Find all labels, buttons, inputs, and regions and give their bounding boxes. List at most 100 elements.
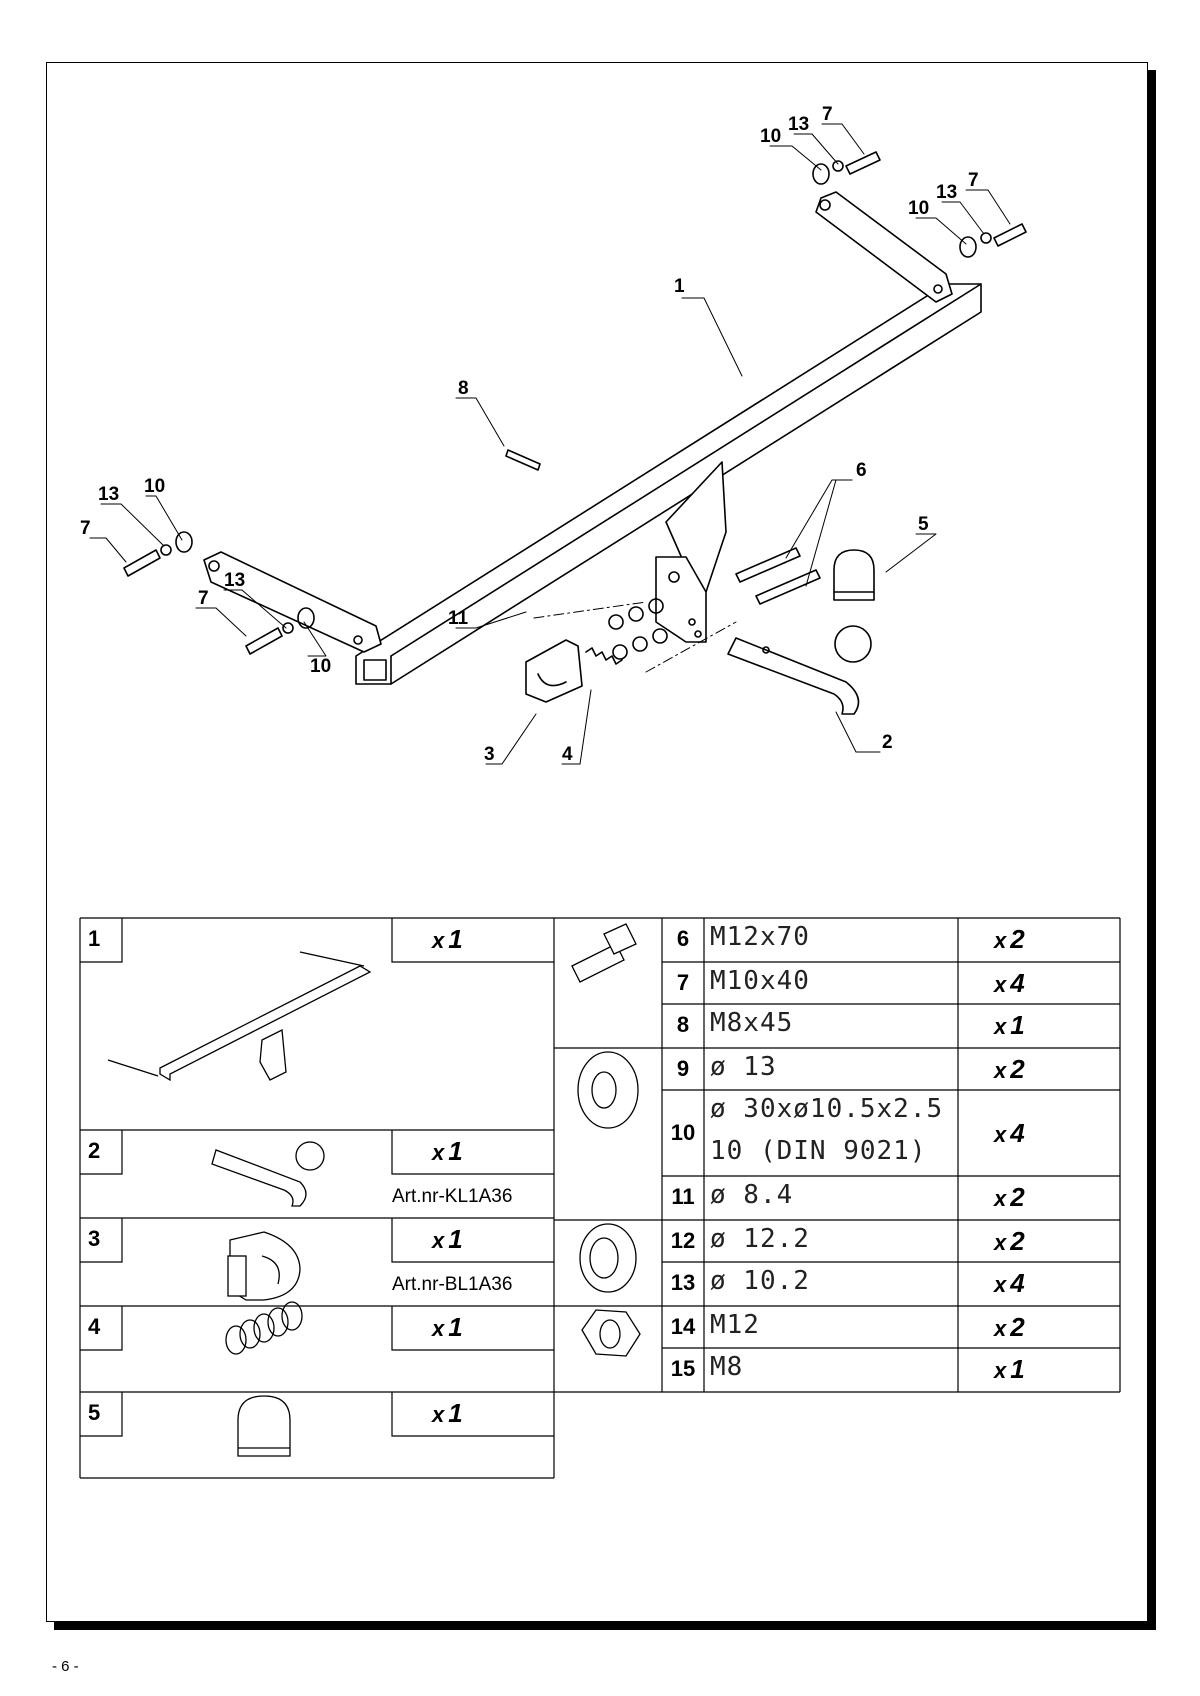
callout: 10	[144, 476, 165, 497]
callout: 13	[98, 484, 119, 505]
callout: 13	[788, 114, 809, 135]
thumb-washer	[577, 1051, 639, 1129]
callout: 4	[562, 744, 573, 765]
callout: 7	[198, 588, 209, 609]
qty-n: 1	[448, 1398, 463, 1428]
part-number: 1	[88, 926, 101, 951]
qty-x: x	[994, 1316, 1007, 1341]
qty-n: 1	[1010, 1354, 1025, 1384]
thumb-towball	[211, 1141, 325, 1207]
qty-n: 2	[1010, 924, 1025, 954]
qty-n: 4	[1010, 1268, 1025, 1298]
bolt-item-8	[505, 449, 541, 471]
bolts-item-6	[735, 547, 821, 605]
qty-n: 2	[1010, 1312, 1025, 1342]
part-number: 9	[676, 1056, 690, 1081]
part-number: 4	[88, 1314, 101, 1339]
part-number: 7	[676, 970, 690, 995]
callout: 7	[822, 104, 833, 125]
part-spec: ø 12.2	[710, 1224, 810, 1254]
qty-n: 1	[1010, 1010, 1025, 1040]
qty-x: x	[432, 1228, 445, 1253]
qty-n: 2	[1010, 1226, 1025, 1256]
part-number: 13	[670, 1270, 696, 1295]
thumb-ball-cover	[237, 1395, 291, 1457]
part-spec: ø 30xø10.5x2.5	[710, 1094, 944, 1124]
socket-plate	[525, 639, 583, 703]
qty-x: x	[994, 972, 1007, 997]
article-number: Art.nr-KL1A36	[392, 1186, 513, 1207]
callout: 5	[918, 514, 929, 535]
qty-x: x	[994, 1014, 1007, 1039]
qty-x: x	[994, 1358, 1007, 1383]
qty-x: x	[432, 1402, 445, 1427]
qty-n: 4	[1010, 1118, 1025, 1148]
qty-x: x	[994, 1186, 1007, 1211]
part-number: 6	[676, 926, 690, 951]
callout: 10	[760, 126, 781, 147]
page-number: - 6 -	[52, 1658, 79, 1675]
callout: 10	[310, 656, 331, 677]
callout: 2	[882, 732, 893, 753]
qty-n: 1	[448, 1224, 463, 1254]
thumb-nut	[581, 1309, 641, 1357]
qty-x: x	[994, 1122, 1007, 1147]
qty-x: x	[432, 1140, 445, 1165]
part-number: 2	[88, 1138, 101, 1163]
part-spec-line2: 10 (DIN 9021)	[710, 1136, 927, 1166]
part-spec: M12x70	[710, 922, 810, 952]
qty-n: 4	[1010, 968, 1025, 998]
callout: 13	[936, 182, 957, 203]
thumb-spring	[225, 1301, 303, 1355]
part-number: 10	[670, 1120, 696, 1145]
qty-n: 1	[448, 1312, 463, 1342]
thumb-crossbar	[107, 951, 372, 1082]
part-spec: M12	[710, 1310, 760, 1340]
part-number: 8	[676, 1012, 690, 1037]
qty-n: 1	[448, 924, 463, 954]
callout: 13	[224, 570, 245, 591]
center-bracket	[655, 461, 727, 643]
callout: 1	[674, 276, 685, 297]
qty-x: x	[432, 1316, 445, 1341]
qty-n: 2	[1010, 1182, 1025, 1212]
part-spec: M10x40	[710, 966, 810, 996]
qty-x: x	[994, 1230, 1007, 1255]
part-spec: ø 13	[710, 1052, 777, 1082]
part-number: 12	[670, 1228, 696, 1253]
callout: 11	[448, 608, 469, 629]
leader-lines	[89, 123, 1011, 765]
qty-x: x	[994, 1058, 1007, 1083]
qty-x: x	[994, 1272, 1007, 1297]
part-number: 3	[88, 1226, 101, 1251]
callout-labels: 1 2 3 4 5 6 7 7 7 7 8 10 10 10 10 11 13 …	[80, 104, 979, 765]
thumb-bolt	[571, 923, 637, 983]
right-side-arm	[815, 191, 953, 303]
thumb-lock-washer	[579, 1223, 637, 1293]
thumb-socket-plate	[227, 1231, 301, 1301]
part-number: 15	[670, 1356, 696, 1381]
part-thumbnails	[107, 923, 641, 1457]
part-number: 5	[88, 1400, 101, 1425]
towball-neck	[727, 625, 872, 715]
qty-x: x	[432, 928, 445, 953]
callout: 10	[908, 198, 929, 219]
exploded-assembly-drawing: 1 2 3 4 5 6 7 7 7 7 8 10 10 10 10 11 13 …	[80, 104, 1027, 765]
qty-x: x	[994, 928, 1007, 953]
part-spec: M8x45	[710, 1008, 794, 1038]
assembly-lines	[533, 601, 737, 673]
arm-end-fasteners	[123, 151, 1027, 655]
ball-cover	[833, 549, 875, 601]
